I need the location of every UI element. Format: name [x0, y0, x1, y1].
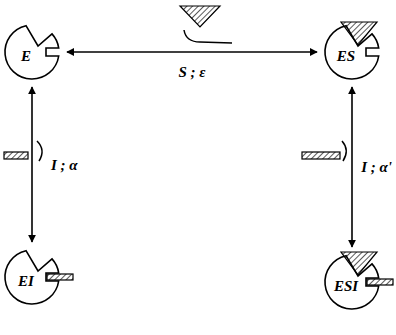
binding-curve [184, 30, 232, 43]
edge-label: I ; α' [360, 159, 393, 175]
inhibitor-icon [4, 152, 28, 159]
node-label: ES [337, 48, 355, 64]
equilibrium-arrow [351, 87, 353, 247]
enzyme-node: ES [322, 22, 382, 82]
binding-curve [37, 141, 42, 161]
inhibitor-icon [302, 152, 340, 159]
enzyme-node: E [2, 22, 62, 82]
equilibrium-arrow [31, 87, 33, 242]
enzyme-node: ESI [322, 252, 382, 312]
node-label: EI [18, 273, 34, 289]
edge-label: S ; ε [178, 64, 207, 80]
node-label: E [21, 48, 31, 64]
node-label: ESI [334, 278, 358, 294]
equilibrium-arrow [67, 51, 317, 53]
substrate-icon [180, 6, 220, 27]
edge-label: I ; α [50, 157, 79, 173]
enzyme-node: EI [2, 247, 62, 307]
enzyme-shape [2, 22, 62, 82]
binding-curve [342, 141, 346, 161]
